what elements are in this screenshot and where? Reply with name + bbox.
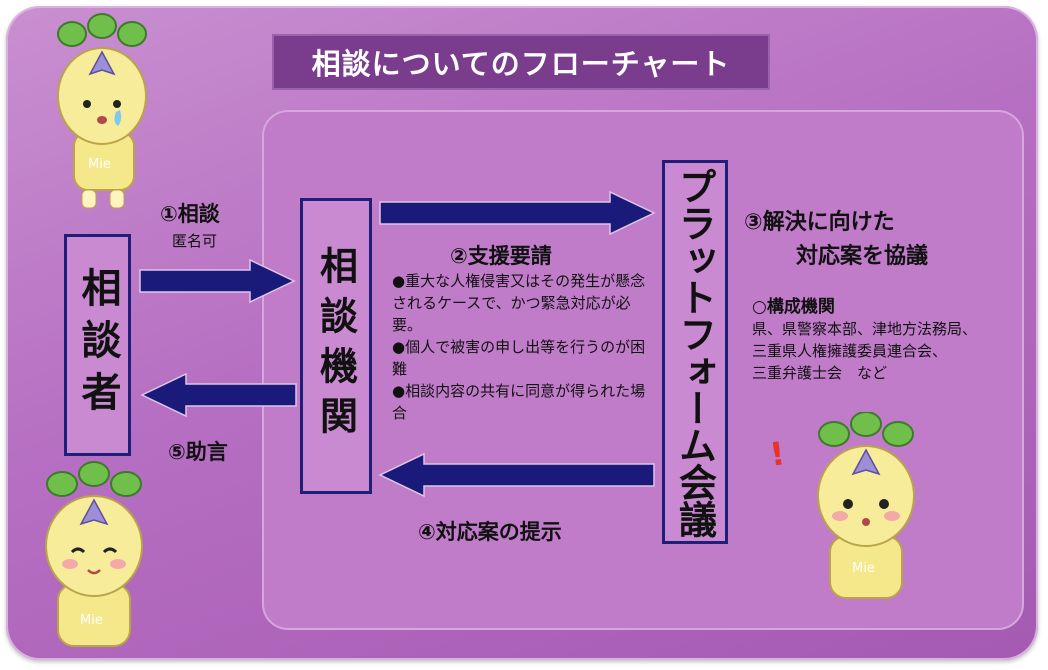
arrow-advice-left xyxy=(140,372,297,418)
members-heading: ○構成機関 xyxy=(752,297,835,317)
arrow-consult-right xyxy=(139,258,296,304)
page-title: 相談についてのフローチャート xyxy=(272,34,770,90)
step3-label-line2: 対応案を協議 xyxy=(796,244,929,269)
mascot-happy: Mie xyxy=(45,461,143,647)
mascot-surprised: Mie xyxy=(817,412,915,599)
box-platform-meeting: プラットフォーム会議 xyxy=(662,160,728,544)
box-consulter-label: 相談者 xyxy=(74,267,121,423)
members-list: 県、県警察本部、津地方法務局、 三重県人権擁護委員連合会、 三重弁護士会 など xyxy=(752,318,1024,384)
arrow-proposal-left xyxy=(378,452,655,498)
condition-item: ●個人で被害の申し出等を行うのが困難 xyxy=(392,338,646,378)
step2-conditions: ●重大な人権侵害又はその発生が懸念されるケースで、かつ緊急対応が必要。 ●個人で… xyxy=(392,270,650,424)
mascot-crying: Mie xyxy=(57,13,147,209)
step3-label-line1: ③解決に向けた xyxy=(744,210,895,235)
step1-sublabel: 匿名可 xyxy=(172,232,218,250)
box-agency-label: 相談機関 xyxy=(313,246,358,446)
step4-label: ④対応案の提示 xyxy=(418,520,562,544)
arrow-support-request-right xyxy=(379,190,656,236)
mascot-shirt-text: Mie xyxy=(80,613,103,628)
step1-label: ①相談 xyxy=(160,202,220,226)
condition-item: ●重大な人権侵害又はその発生が懸念されるケースで、かつ緊急対応が必要。 xyxy=(392,272,646,334)
condition-item: ●相談内容の共有に同意が得られた場合 xyxy=(392,382,646,422)
box-consulter: 相談者 xyxy=(64,234,131,456)
step2-label: ②支援要請 xyxy=(450,244,552,268)
box-consultation-agency: 相談機関 xyxy=(300,198,372,494)
member-line: 三重県人権擁護委員連合会、 xyxy=(752,342,948,360)
member-line: 三重弁護士会 など xyxy=(752,364,888,382)
mascot-shirt-text: Mie xyxy=(852,561,875,576)
member-line: 県、県警察本部、津地方法務局、 xyxy=(752,320,978,338)
step5-label: ⑤助言 xyxy=(168,440,228,464)
mascot-shirt-text: Mie xyxy=(88,157,111,172)
box-platform-label: プラットフォーム会議 xyxy=(672,167,717,537)
